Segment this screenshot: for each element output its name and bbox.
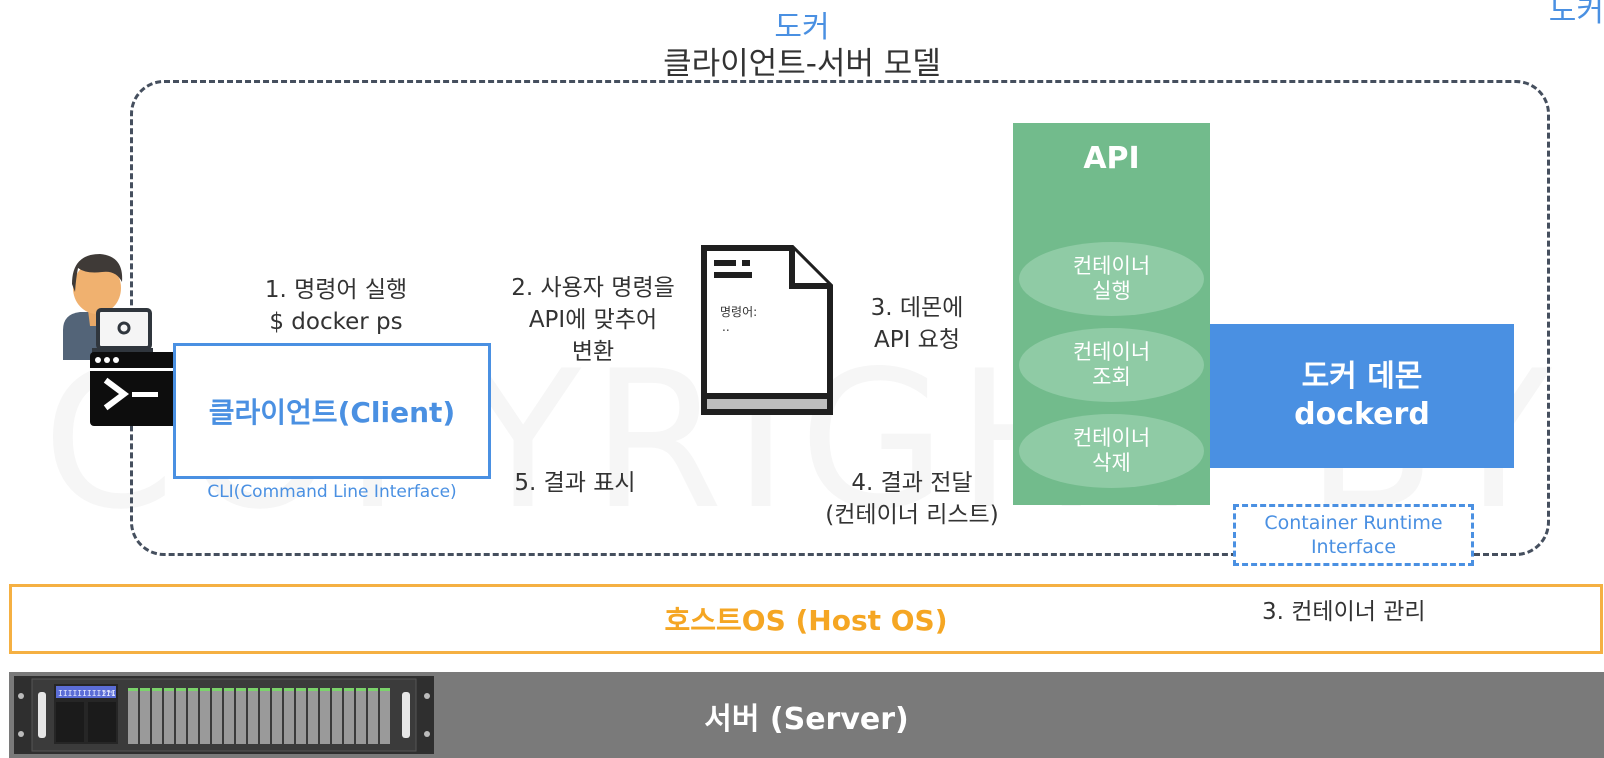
docker-daemon-box: 도커 데몬 dockerd <box>1210 324 1514 468</box>
step-1-title: 1. 명령어 실행 <box>264 277 408 303</box>
diagram-subtitle: 클라이언트-서버 모델 <box>663 46 941 82</box>
step-5-label: 5. 결과 표시 <box>514 470 636 496</box>
document-label: 명령어: <box>720 305 758 319</box>
api-op-delete-line-2: 삭제 <box>1092 451 1131 475</box>
step-2-label: 2. 사용자 명령을 API에 맞추어 변환 <box>488 272 698 368</box>
step-2-line-2: API에 맞추어 <box>528 307 658 333</box>
container-management-label: 3. 컨테이너 관리 <box>1262 599 1426 625</box>
step-4-line-1: 4. 결과 전달 <box>851 470 973 496</box>
step-3-label: 3. 데몬에 API 요청 <box>852 292 982 356</box>
api-title: API <box>1083 141 1140 176</box>
step-3-line-2: API 요청 <box>873 327 961 353</box>
step-3-line-1: 3. 데몬에 <box>870 295 964 321</box>
server-label: 서버 (Server) <box>704 702 909 737</box>
user-with-laptop-icon <box>63 254 153 360</box>
server-display-right: 27% <box>102 690 115 698</box>
document-dots: .. <box>722 320 730 334</box>
client-box: 클라이언트(Client) <box>173 343 491 479</box>
api-op-delete-line-1: 컨테이너 <box>1072 426 1151 450</box>
daemon-name: 도커 데몬 <box>1301 359 1423 394</box>
cri-line-1: Container Runtime <box>1264 512 1443 534</box>
step-2-line-3: 변환 <box>571 339 615 365</box>
api-op-list-line-1: 컨테이너 <box>1072 340 1151 364</box>
server-display-left: IIIIIIIIIIII <box>58 689 116 698</box>
cli-label: CLI(Command Line Interface) <box>207 482 457 502</box>
host-os-box <box>9 584 1603 654</box>
step-4-line-2: (컨테이너 리스트) <box>825 502 999 528</box>
server-rack-icon: IIIIIIIIIIII 27% <box>14 676 434 754</box>
api-op-list-line-2: 조회 <box>1092 365 1131 389</box>
step-4-label: 4. 결과 전달 (컨테이너 리스트) <box>802 467 1022 531</box>
step-1-label: 1. 명령어 실행 $ docker ps <box>236 274 436 338</box>
client-label: 클라이언트(Client) <box>208 396 456 429</box>
step-1-command: $ docker ps <box>269 309 403 335</box>
host-os-label: 호스트OS (Host OS) <box>664 604 948 637</box>
api-op-run-line-1: 컨테이너 <box>1072 254 1151 278</box>
api-op-run-line-2: 실행 <box>1092 279 1131 303</box>
daemon-binary: dockerd <box>1294 397 1430 432</box>
terminal-icon <box>90 352 178 426</box>
cri-line-2: Interface <box>1310 536 1397 558</box>
diagram-title: 도커 <box>774 10 830 45</box>
corner-title-fragment: 도커 <box>1548 0 1604 29</box>
step-2-line-1: 2. 사용자 명령을 <box>511 275 675 301</box>
document-icon <box>701 245 833 415</box>
